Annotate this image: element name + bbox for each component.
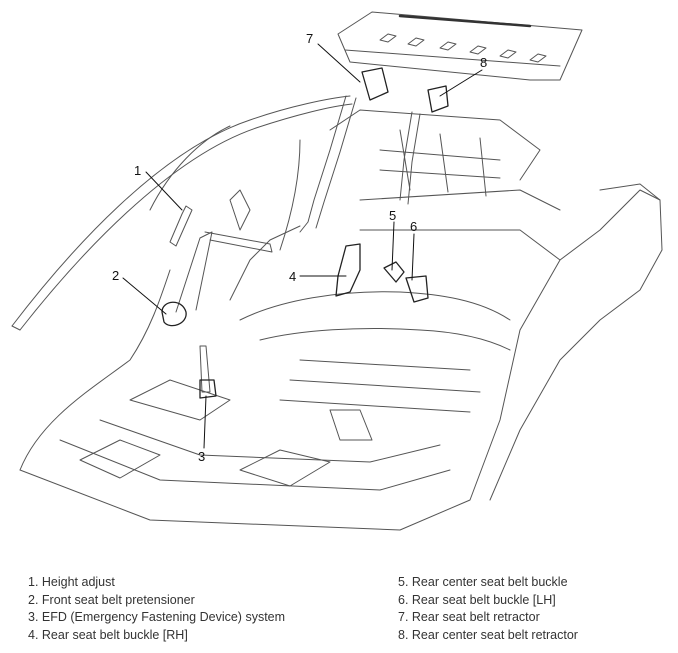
callout-3: 3	[198, 449, 205, 464]
rear-parcel-shelf	[337, 11, 583, 81]
callout-leaders	[122, 43, 483, 449]
legend-item: 5. Rear center seat belt buckle	[398, 575, 568, 589]
legend-item: 7. Rear seat belt retractor	[398, 610, 540, 624]
legend: 1. Height adjust 2. Front seat belt pret…	[0, 574, 678, 646]
legend-item: 1. Height adjust	[28, 575, 115, 589]
callout-1: 1	[134, 163, 141, 178]
legend-item: 8. Rear center seat belt retractor	[398, 627, 578, 642]
rear-seat-belt-webbing	[299, 95, 421, 233]
component-shapes	[161, 67, 449, 399]
callout-6: 6	[410, 219, 417, 234]
callout-2: 2	[112, 268, 119, 283]
vehicle-body-line-drawing: 1 2 3 4 5 6 7 8	[11, 11, 663, 531]
callout-5: 5	[389, 208, 396, 223]
callout-8: 8	[480, 55, 487, 70]
seat-belt-system-diagram: 1 2 3 4 5 6 7 8	[11, 11, 663, 531]
legend-item: 2. Front seat belt pretensioner	[28, 592, 195, 607]
callout-7: 7	[306, 31, 313, 46]
callout-4: 4	[289, 269, 296, 284]
legend-item: 3. EFD (Emergency Fastening Device) syst…	[28, 610, 286, 624]
vehicle-side-body	[19, 109, 663, 531]
roof-arch	[11, 95, 353, 331]
callout-labels: 1 2 3 4 5 6 7 8	[112, 31, 487, 464]
legend-item: 4. Rear seat belt buckle [RH]	[28, 627, 188, 642]
front-seat-belt-webbing	[169, 205, 273, 393]
legend-column-right: 5. Rear center seat belt buckle 6. Rear …	[398, 574, 578, 644]
legend-item: 6. Rear seat belt buckle [LH]	[398, 592, 556, 607]
legend-column-left: 1. Height adjust 2. Front seat belt pret…	[28, 574, 285, 644]
